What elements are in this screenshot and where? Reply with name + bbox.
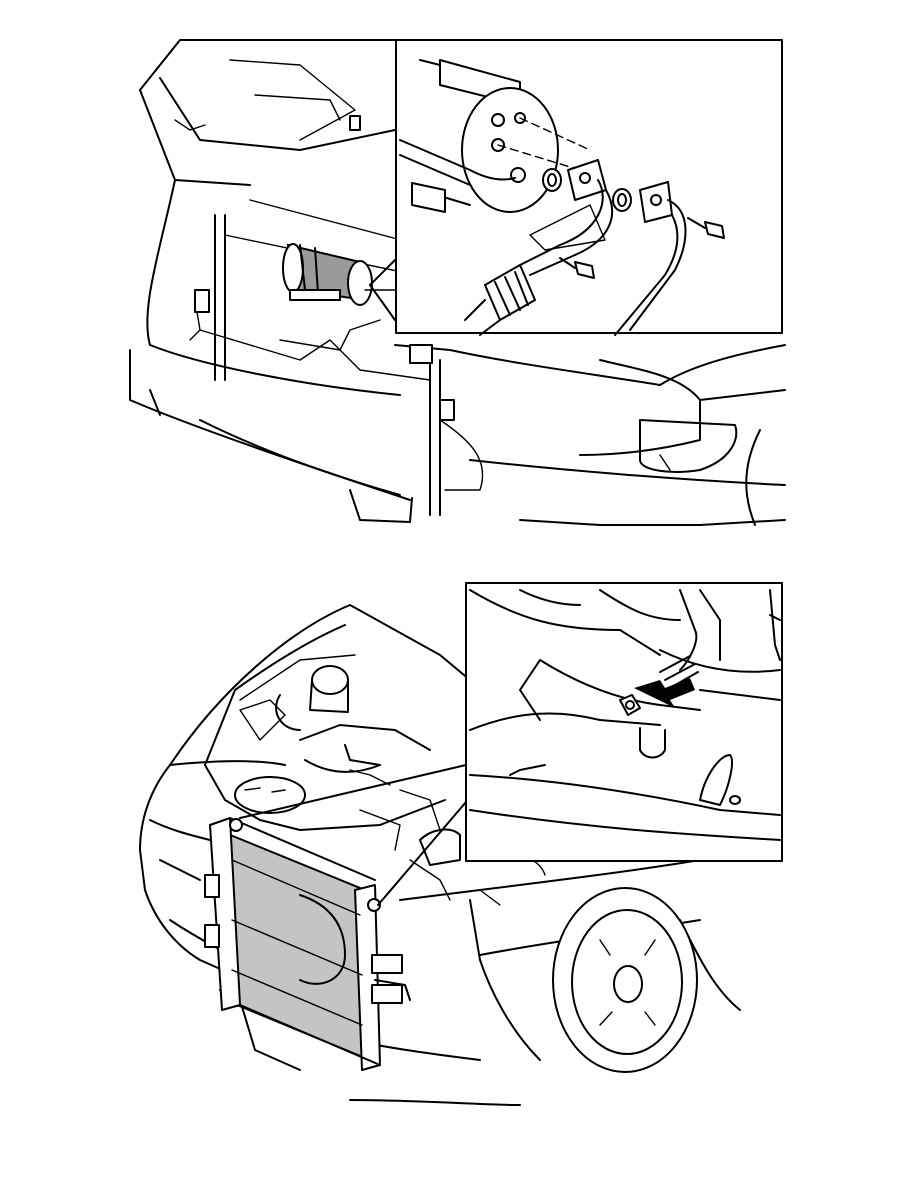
drier-end-cap (461, 87, 559, 213)
condenser-bracket-r (371, 954, 403, 974)
top-illustration-svg (129, 39, 786, 526)
bolt-1 (574, 261, 595, 279)
raised-hood (169, 604, 471, 766)
front-wheel (552, 887, 698, 1073)
callout-leader-2 (377, 801, 467, 906)
callout-leader-1 (239, 764, 467, 819)
bottom-illustration-svg (139, 582, 783, 1106)
detail-inset (395, 39, 783, 336)
car-body (129, 179, 786, 526)
condenser-mount-top (229, 818, 243, 832)
mounting-pad-bottom (411, 182, 446, 213)
drier-bracket (194, 289, 210, 313)
condenser-bracket-l2 (204, 924, 220, 948)
engine-bay (204, 665, 546, 906)
bracket-right (409, 344, 433, 364)
condenser-bracket-r2 (371, 984, 403, 1004)
condenser-mount-right (367, 898, 381, 912)
top-illustration (0, 0, 918, 560)
open-hood (139, 39, 401, 186)
detail-inset-bottom (465, 582, 783, 862)
bottom-illustration (0, 560, 918, 1188)
engine-cover (234, 776, 306, 814)
bolt-2 (704, 221, 725, 239)
hose-coupling (484, 264, 536, 321)
clip-right (439, 399, 455, 421)
callout-leader (369, 259, 396, 286)
hood-bumper (349, 115, 361, 131)
direction-arrow (634, 678, 695, 708)
condenser-bracket-l1 (204, 874, 220, 898)
reservoir-cap (311, 665, 349, 695)
radiator-frame (189, 199, 484, 516)
condenser (204, 817, 411, 1071)
receiver-drier (282, 243, 396, 306)
